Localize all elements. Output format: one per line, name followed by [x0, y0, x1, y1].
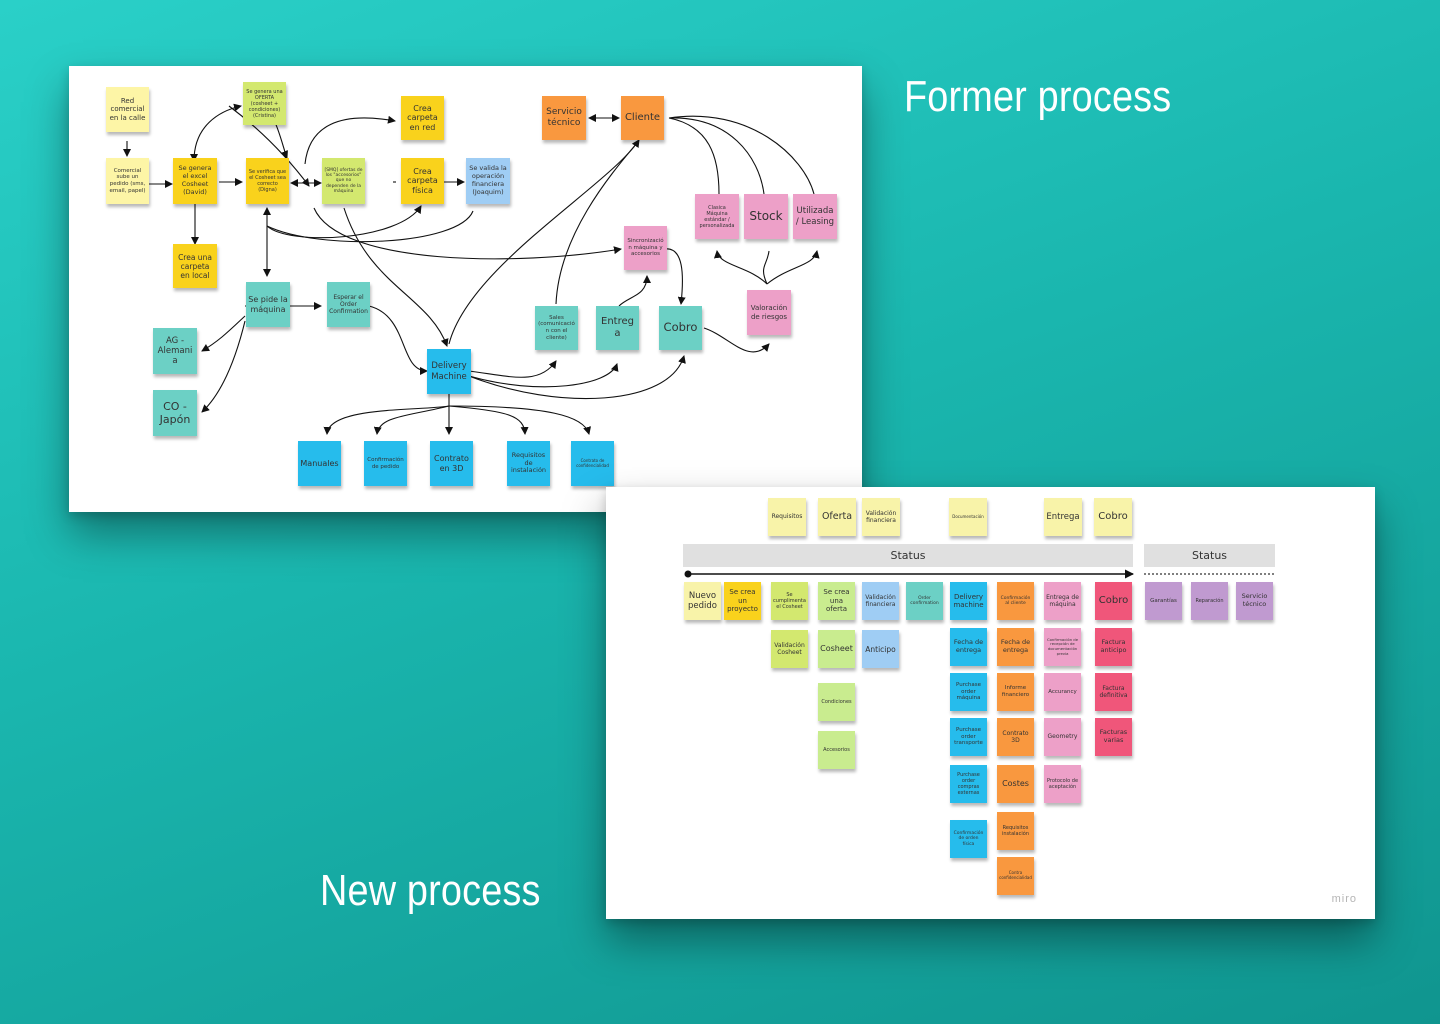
note-red-comercial[interactable]: Red comercial en la calle: [106, 87, 149, 132]
note-contra-confidencialidad[interactable]: Contra confidencialidad: [997, 857, 1034, 895]
note-cosheet[interactable]: Cosheet: [818, 630, 855, 668]
note-servicio-tecnico-new[interactable]: Servicio técnico: [1236, 582, 1273, 620]
new-process-caption: New process: [320, 866, 541, 915]
note-valida-financiera[interactable]: Se valida la operación financiera (Joaqu…: [466, 158, 510, 204]
note-requisitos-instalacion[interactable]: Requisitos de instalación: [507, 441, 550, 486]
note-utilizada-leasing[interactable]: Utilizada / Leasing: [793, 194, 837, 239]
note-sincronizacion[interactable]: Sincronización máquina y accesorios: [624, 226, 667, 270]
note-geometry[interactable]: Geometry: [1044, 718, 1081, 756]
note-oferta[interactable]: Se genera una OFERTA (cosheet + condicio…: [243, 82, 286, 125]
note-accuracy[interactable]: Accurancy: [1044, 673, 1081, 711]
note-esperar-order[interactable]: Esperar el Order Confirmation: [327, 282, 370, 327]
note-cumplimenta-cosheet[interactable]: Se cumplimenta el Cosheet: [771, 582, 808, 620]
phase-validacion[interactable]: Validación financiera: [862, 498, 900, 536]
note-contrato-3d-new[interactable]: Contrato 3D: [997, 718, 1034, 756]
note-purchase-compras[interactable]: Purchase order compras externas: [950, 765, 987, 803]
new-process-board: Requisitos Oferta Validación financiera …: [606, 487, 1375, 919]
note-entrega-maquina[interactable]: Entrega de máquina: [1044, 582, 1081, 620]
note-order-confirmation[interactable]: Order confirmation: [906, 582, 943, 620]
former-process-caption: Former process: [904, 72, 1172, 121]
note-factura-anticipo[interactable]: Factura anticipo: [1095, 628, 1132, 666]
note-factura-definitiva[interactable]: Factura definitiva: [1095, 673, 1132, 711]
phase-entrega[interactable]: Entrega: [1044, 498, 1082, 536]
note-crea-fisica[interactable]: Crea carpeta física: [401, 158, 444, 204]
note-garantias[interactable]: Garantías: [1145, 582, 1182, 620]
phase-requisitos[interactable]: Requisitos: [768, 498, 806, 536]
status-bar-main: Status: [683, 544, 1133, 567]
note-confirmacion-pedido[interactable]: Confirmación de pedido: [364, 441, 407, 486]
note-crea-red[interactable]: Crea carpeta en red: [401, 96, 444, 140]
note-confirmacion-recepcion[interactable]: Confirmación de recepción de documentaci…: [1044, 628, 1081, 666]
note-stock[interactable]: Stock: [744, 194, 788, 239]
note-contrato-3d[interactable]: Contrato en 3D: [430, 441, 473, 486]
note-requisitos-instalacion-new[interactable]: Requisitos instalación: [997, 812, 1034, 850]
note-cobro[interactable]: Cobro: [659, 306, 702, 350]
note-fecha-entrega-blue[interactable]: Fecha de entrega: [950, 628, 987, 666]
note-excel-cosheet[interactable]: Se genera el excel Cosheet (David): [173, 158, 217, 204]
note-smq-accesorios[interactable]: [SMQ] ofertas de los "accesorios" que no…: [322, 158, 365, 204]
note-sales-comunicacion[interactable]: Sales (comunicación con el cliente): [535, 306, 578, 350]
note-facturas-varias[interactable]: Facturas varias: [1095, 718, 1132, 756]
note-condiciones[interactable]: Condiciones: [818, 683, 855, 721]
note-fecha-entrega-orange[interactable]: Fecha de entrega: [997, 628, 1034, 666]
note-se-crea-oferta[interactable]: Se crea una oferta: [818, 582, 855, 620]
note-reparacion[interactable]: Reparación: [1191, 582, 1228, 620]
note-validacion-cosheet[interactable]: Validación Cosheet: [771, 630, 808, 668]
note-confirmacion-orden-fisica[interactable]: Confirmación de orden física: [950, 820, 987, 858]
note-co-japon[interactable]: CO - Japón: [153, 390, 197, 436]
note-valoracion-riesgos[interactable]: Valoración de riesgos: [747, 290, 791, 335]
note-delivery-machine[interactable]: Delivery Machine: [427, 349, 471, 394]
note-accesorios[interactable]: Accesorios: [818, 731, 855, 769]
note-pide-maquina[interactable]: Se pide la máquina: [246, 282, 290, 327]
note-purchase-transporte[interactable]: Purchase order transporte: [950, 718, 987, 756]
note-nuevo-pedido[interactable]: Nuevo pedido: [684, 582, 721, 620]
note-clasica-maquina[interactable]: Clasica Máquina estándar / personalizada: [695, 194, 739, 239]
note-servicio-tecnico[interactable]: Servicio técnico: [542, 96, 586, 140]
note-comercial-sube[interactable]: Comercial sube un pedido (sms, email, pa…: [106, 158, 149, 204]
note-ag-alemania[interactable]: AG - Alemani a: [153, 328, 197, 374]
note-confirmacion-cliente[interactable]: Confirmación al cliente: [997, 582, 1034, 620]
note-anticipo[interactable]: Anticipo: [862, 630, 899, 668]
phase-oferta[interactable]: Oferta: [818, 498, 856, 536]
miro-watermark: miro: [1331, 893, 1357, 905]
note-costes[interactable]: Costes: [997, 765, 1034, 803]
note-informe-financiero[interactable]: Informe financiero: [997, 673, 1034, 711]
phase-cobro[interactable]: Cobro: [1094, 498, 1132, 536]
note-delivery-machine-new[interactable]: Delivery machine: [950, 582, 987, 620]
note-purchase-maquina[interactable]: Purchase order máquina: [950, 673, 987, 711]
note-cliente[interactable]: Cliente: [621, 96, 664, 140]
status-bar-post: Status: [1144, 544, 1275, 567]
former-process-board: Red comercial en la calle Comercial sube…: [69, 66, 862, 512]
note-entrega[interactable]: Entrega: [596, 306, 639, 350]
phase-documentacion[interactable]: Documentación: [949, 498, 987, 536]
note-protocolo-aceptacion[interactable]: Protocolo de aceptación: [1044, 765, 1081, 803]
note-validacion-financiera[interactable]: Validación financiera: [862, 582, 899, 620]
note-contrato-confidencialidad[interactable]: Contrato de confidencialidad: [571, 441, 614, 486]
note-se-crea-proyecto[interactable]: Se crea un proyecto: [724, 582, 761, 620]
note-crea-local[interactable]: Crea una carpeta en local: [173, 244, 217, 288]
note-verifica-cosheet[interactable]: Se verifica que el Cosheet sea correcto …: [246, 158, 289, 204]
note-cobro-new[interactable]: Cobro: [1095, 582, 1132, 620]
note-manuales[interactable]: Manuales: [298, 441, 341, 486]
